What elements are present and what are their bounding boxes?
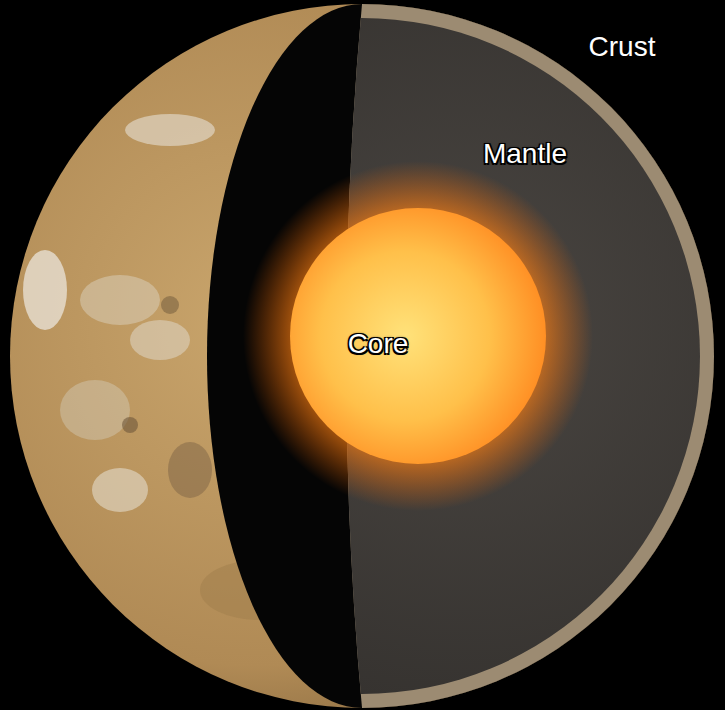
layer-label: Mantle [483, 138, 567, 170]
core-glow [243, 161, 593, 511]
core-sphere [290, 208, 546, 464]
cut-face [24, 0, 725, 710]
layer-label: Core [348, 328, 409, 360]
layer-label: Crust [589, 31, 656, 63]
